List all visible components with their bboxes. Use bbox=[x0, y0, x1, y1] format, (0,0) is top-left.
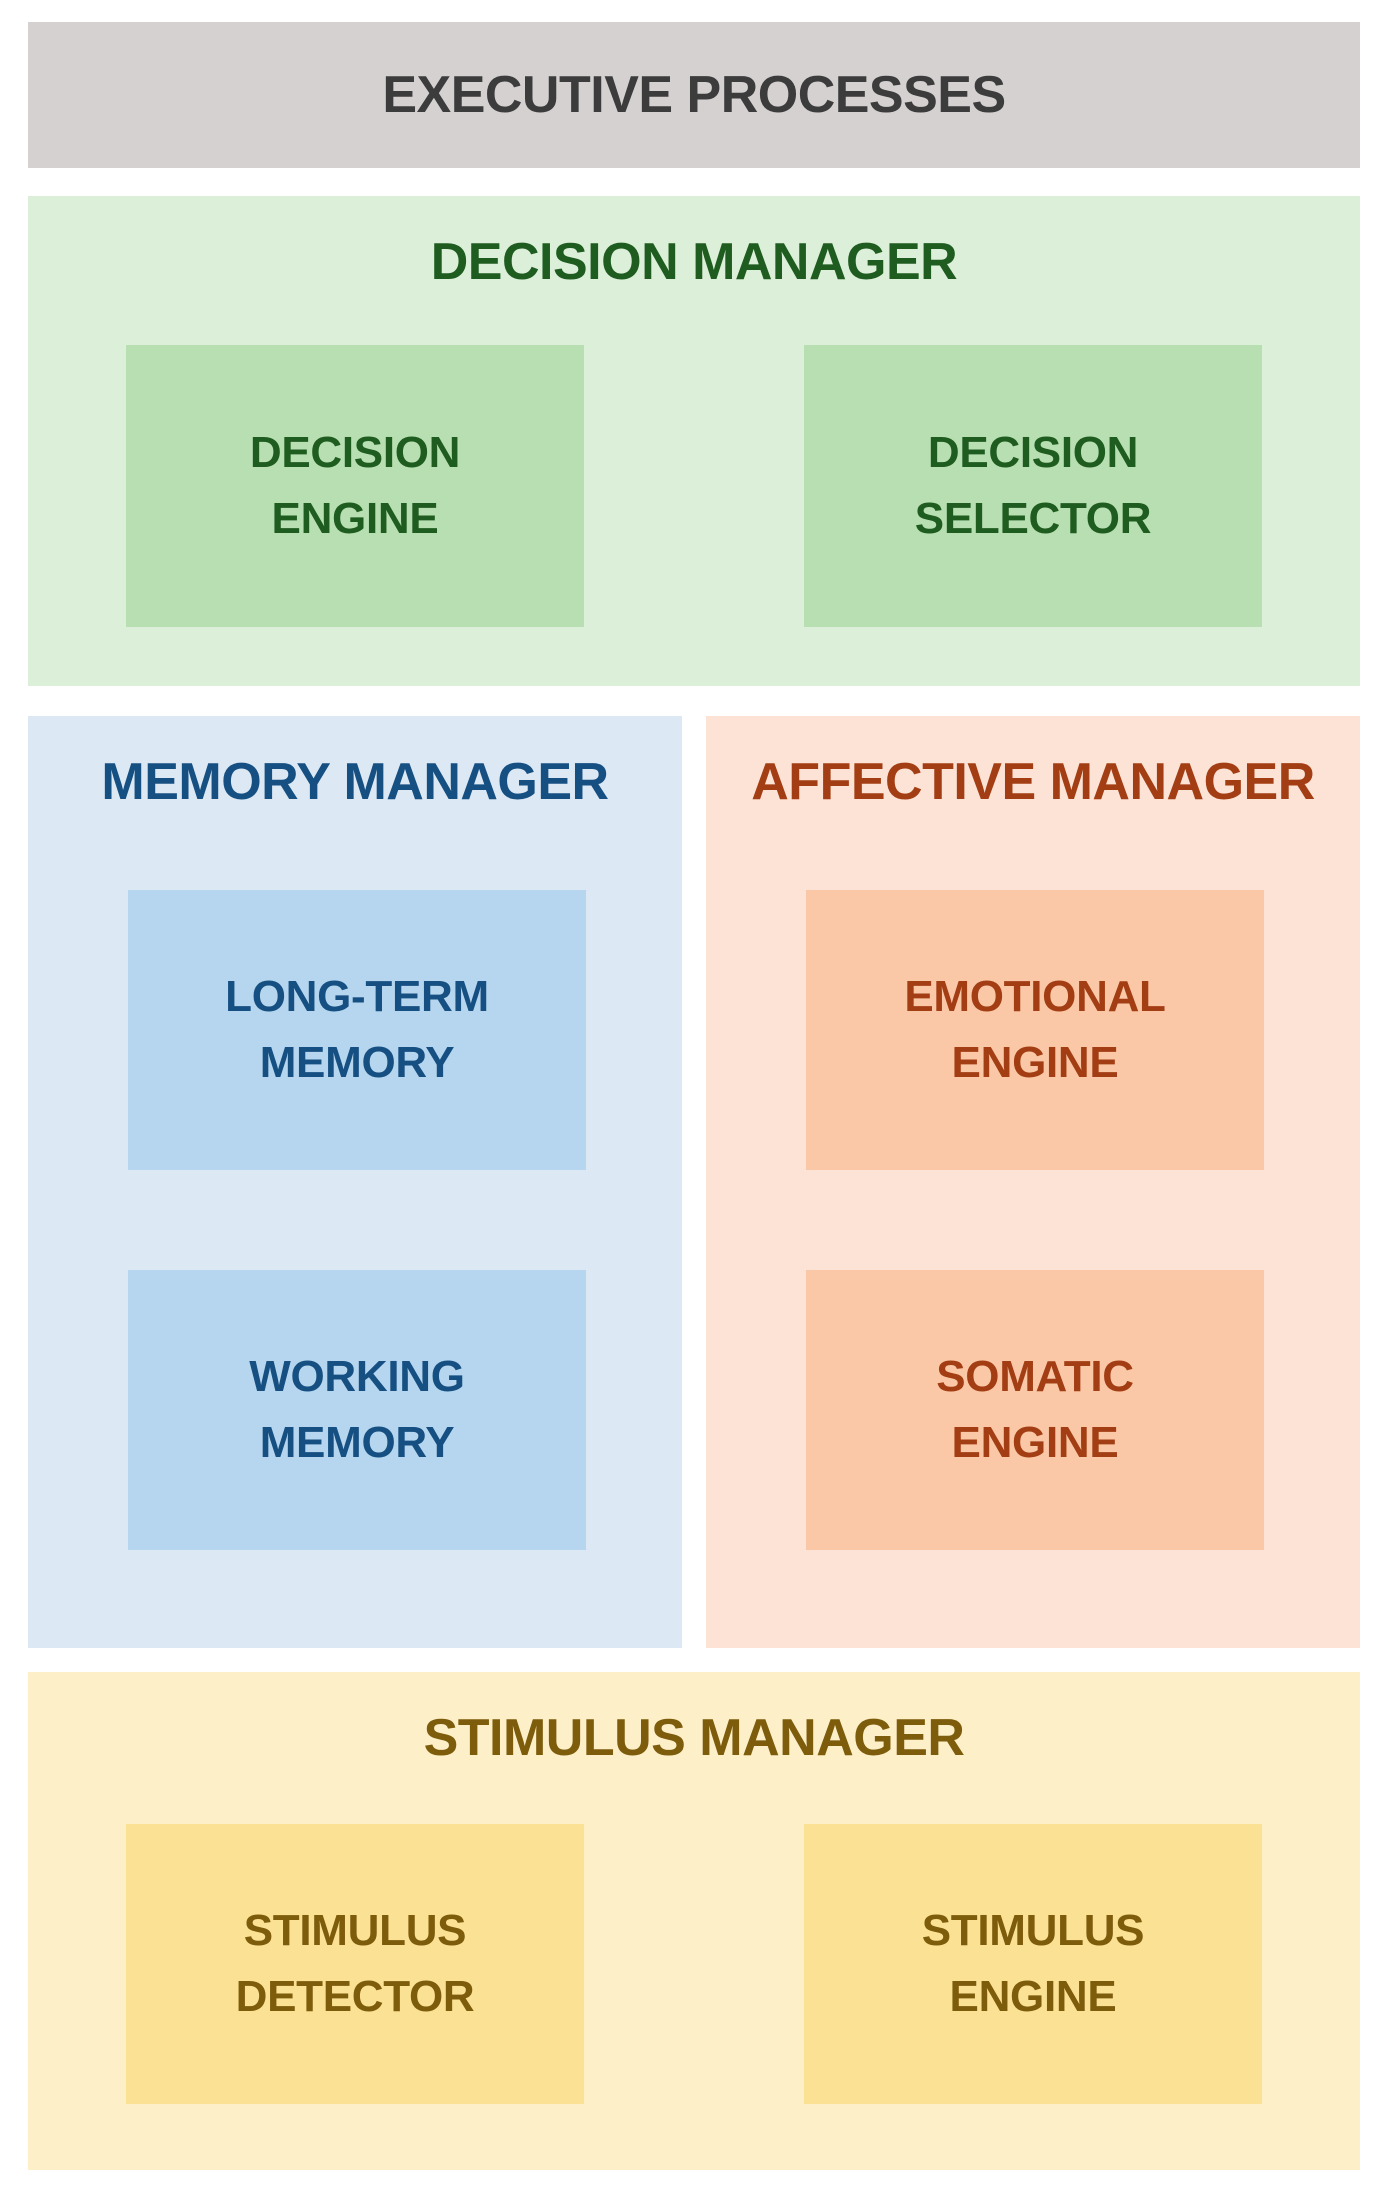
stimulus-engine-box: STIMULUS ENGINE bbox=[804, 1824, 1262, 2104]
long-term-memory-box: LONG-TERM MEMORY bbox=[128, 890, 586, 1170]
decision-manager-panel: DECISION MANAGER DECISION ENGINE DECISIO… bbox=[28, 196, 1360, 686]
decision-selector-box: DECISION SELECTOR bbox=[804, 345, 1262, 627]
stimulus-detector-box: STIMULUS DETECTOR bbox=[126, 1824, 584, 2104]
memory-manager-panel: MEMORY MANAGER LONG-TERM MEMORY WORKING … bbox=[28, 716, 682, 1648]
affective-manager-title: AFFECTIVE MANAGER bbox=[751, 753, 1315, 811]
decision-selector-label: DECISION SELECTOR bbox=[914, 428, 1152, 543]
working-memory-label: WORKING MEMORY bbox=[249, 1352, 465, 1467]
emotional-engine-label: EMOTIONAL ENGINE bbox=[904, 972, 1166, 1087]
somatic-engine-box: SOMATIC ENGINE bbox=[806, 1270, 1264, 1550]
decision-manager-title: DECISION MANAGER bbox=[430, 233, 958, 291]
executive-processes-panel: EXECUTIVE PROCESSES bbox=[28, 22, 1360, 168]
stimulus-engine-label: STIMULUS ENGINE bbox=[921, 1906, 1145, 2021]
stimulus-detector-label: STIMULUS DETECTOR bbox=[235, 1906, 475, 2021]
emotional-engine-box: EMOTIONAL ENGINE bbox=[806, 890, 1264, 1170]
memory-manager-title: MEMORY MANAGER bbox=[101, 753, 609, 811]
somatic-engine-label: SOMATIC ENGINE bbox=[936, 1352, 1134, 1467]
executive-processes-title: EXECUTIVE PROCESSES bbox=[382, 66, 1006, 124]
long-term-memory-label: LONG-TERM MEMORY bbox=[225, 972, 489, 1087]
decision-engine-box: DECISION ENGINE bbox=[126, 345, 584, 627]
decision-engine-label: DECISION ENGINE bbox=[249, 428, 461, 543]
stimulus-manager-title: STIMULUS MANAGER bbox=[423, 1709, 965, 1767]
working-memory-box: WORKING MEMORY bbox=[128, 1270, 586, 1550]
affective-manager-panel: AFFECTIVE MANAGER EMOTIONAL ENGINE SOMAT… bbox=[706, 716, 1360, 1648]
stimulus-manager-panel: STIMULUS MANAGER STIMULUS DETECTOR STIMU… bbox=[28, 1672, 1360, 2170]
